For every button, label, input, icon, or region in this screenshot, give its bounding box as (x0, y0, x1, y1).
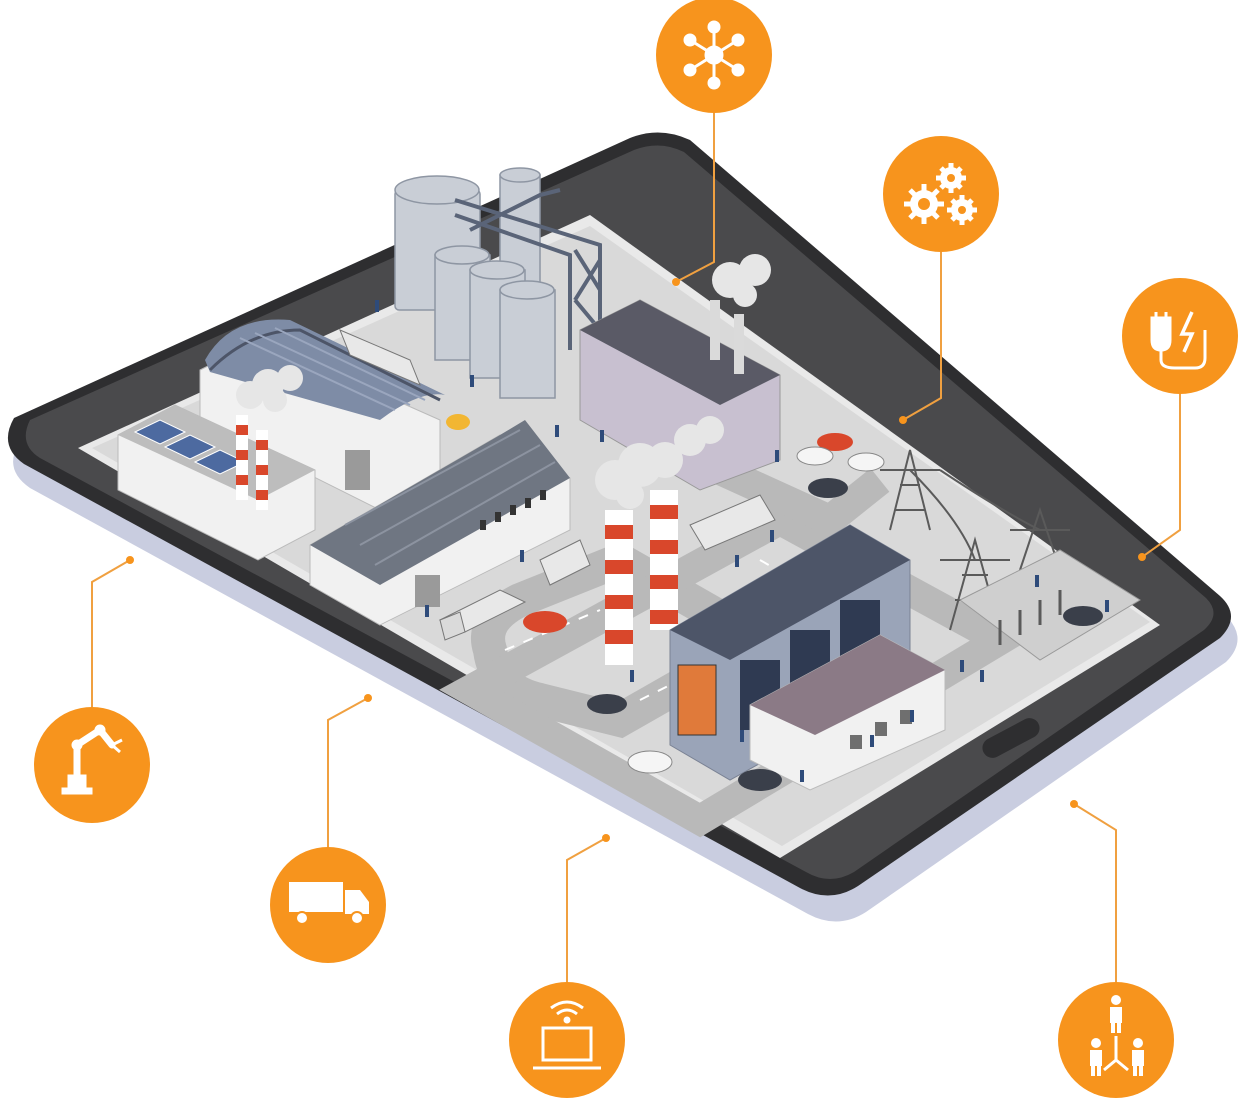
connector-dot (602, 834, 610, 842)
car-white (847, 452, 885, 472)
tablet-home-button (982, 718, 1040, 758)
car-dark (1063, 606, 1103, 626)
automation-node[interactable] (883, 136, 999, 252)
chimney-pair-center (595, 416, 724, 665)
wifi-laptop-icon (533, 1000, 601, 1070)
connector-connectivity (566, 837, 607, 985)
vehicles (339, 329, 1103, 791)
people-hierarchy-icon (1090, 995, 1144, 1076)
gears-icon (904, 163, 977, 225)
connector-automation (902, 248, 942, 421)
connector-robotics (91, 559, 131, 710)
robotics-node[interactable] (34, 707, 150, 823)
car-dark (738, 769, 782, 791)
energy-node[interactable] (1122, 278, 1238, 394)
warehouse-building (309, 420, 571, 626)
car-yellow (446, 414, 470, 430)
connector-dot (899, 416, 907, 424)
road-east (713, 456, 890, 538)
connector-dot (672, 278, 680, 286)
workforce-node[interactable] (1058, 982, 1174, 1098)
delivery-truck-icon (289, 882, 369, 925)
silo-cluster (394, 167, 602, 399)
connector-dot (1138, 553, 1146, 561)
car-white (627, 750, 673, 774)
car-dark (587, 694, 627, 714)
office-building (749, 634, 946, 791)
connector-dot (1070, 800, 1078, 808)
network-hub-icon (683, 20, 745, 90)
truck (438, 589, 527, 641)
car-red (817, 433, 853, 451)
connectivity-node[interactable] (509, 982, 625, 1098)
network-node[interactable] (656, 0, 772, 113)
car-red (523, 611, 567, 633)
chimney-pair-west (236, 415, 268, 510)
connector-dot (364, 694, 372, 702)
truck (339, 329, 421, 386)
factory-upper (579, 254, 781, 491)
truck (539, 539, 591, 586)
robot-arm-icon (61, 724, 123, 795)
power-plug-icon (1150, 311, 1207, 370)
car-dark (808, 478, 848, 498)
connector-logistics (327, 697, 369, 850)
logistics-node[interactable] (270, 847, 386, 963)
connector-lines (91, 100, 1181, 985)
substation (959, 549, 1141, 661)
connector-dot (126, 556, 134, 564)
car-white (796, 446, 834, 466)
connector-network (675, 100, 715, 283)
connector-energy (1141, 390, 1181, 558)
truck (689, 494, 776, 551)
connector-workforce (1073, 803, 1117, 985)
solar-building (117, 365, 316, 561)
workers (375, 300, 1109, 782)
